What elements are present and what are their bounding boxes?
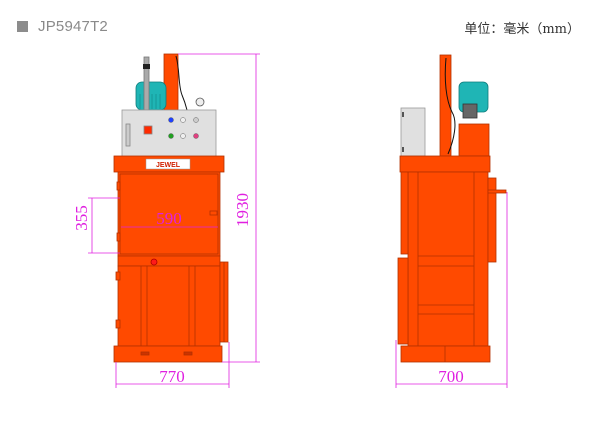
brand-plate: JEWEL [156, 162, 181, 169]
unit-label: 单位：毫米（mm） [464, 22, 580, 37]
model-number: JP5947T2 [38, 18, 108, 35]
side-dimensions [395, 192, 508, 388]
header-model: JP5947T2 [17, 18, 108, 35]
dim-width: 770 [159, 367, 185, 386]
front-dimensions [88, 53, 260, 388]
dim-height: 1930 [233, 193, 252, 227]
dim-depth: 700 [438, 367, 464, 386]
side-view [397, 54, 507, 363]
dim-chamber-width: 590 [156, 209, 182, 228]
dim-opening-height: 355 [72, 205, 91, 231]
front-view: JEWEL [113, 53, 229, 363]
square-bullet-icon [17, 21, 28, 32]
